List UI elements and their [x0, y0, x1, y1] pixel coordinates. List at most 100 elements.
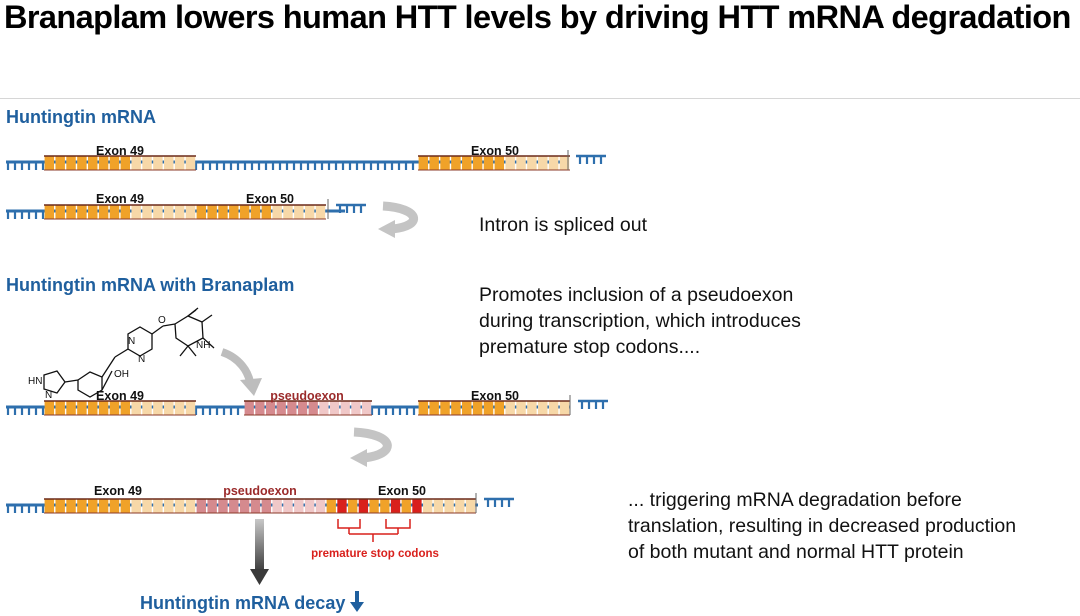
exon-cell	[444, 499, 454, 513]
section-heading-with-branaplam: Huntingtin mRNA with Branaplam	[6, 275, 295, 295]
description-line: premature stop codons....	[479, 336, 701, 358]
binding-arrow-icon	[220, 348, 254, 383]
exon-50-label: Exon 50	[471, 144, 519, 158]
exon-cell	[218, 205, 228, 219]
exon-49-label: Exon 49	[94, 484, 142, 498]
exon-49-label: Exon 49	[96, 144, 144, 158]
exon-cell	[319, 401, 329, 415]
exon-cell	[483, 401, 494, 415]
mrna-decay-label: Huntingtin mRNA decay	[140, 589, 365, 614]
binding-arrow-head-icon	[240, 378, 262, 396]
exon-cell	[308, 401, 318, 415]
exon-cell	[55, 205, 65, 219]
pseudoexon-label: pseudoexon	[223, 484, 297, 498]
stop-codon-bracket	[337, 519, 411, 542]
exon-cell	[516, 156, 526, 170]
exon-cell	[164, 499, 174, 513]
description-promotes-pseudoexon: Promotes inclusion of a pseudoexon durin…	[479, 282, 801, 360]
exon-cell	[239, 499, 250, 513]
exon-cell	[276, 401, 286, 415]
molecule-atom-label: O	[158, 315, 166, 326]
exon-cell	[207, 499, 217, 513]
exon-cell	[44, 401, 55, 415]
exon-cell	[440, 401, 450, 415]
exon-cell	[283, 499, 293, 513]
exon-cell	[164, 156, 174, 170]
exon-cell	[429, 401, 439, 415]
branaplam-molecule-icon	[43, 307, 215, 398]
exon-cell	[109, 156, 120, 170]
exon-cell	[218, 499, 228, 513]
exon-cell	[109, 401, 120, 415]
exon-cell	[120, 156, 131, 170]
exon-cell	[294, 499, 304, 513]
exon-cell	[380, 499, 390, 513]
exon-cell	[142, 205, 152, 219]
description-line: Promotes inclusion of a pseudoexon	[479, 284, 794, 306]
description-triggering-degradation: ... triggering mRNA degradation before t…	[628, 487, 1016, 565]
decay-arrow-head-icon	[250, 569, 269, 585]
exon-cell	[451, 156, 461, 170]
exon-cell	[505, 401, 515, 415]
exon-cell	[472, 401, 483, 415]
exon-cell	[77, 156, 87, 170]
exon-cell	[548, 401, 559, 415]
pseudoexon-label: pseudoexon	[270, 389, 344, 403]
exon-cell	[98, 156, 109, 170]
exon-cell	[77, 205, 87, 219]
exon-cell	[131, 205, 141, 219]
exon-cell	[120, 205, 131, 219]
splice-arrow-head-icon	[350, 449, 367, 467]
exon-cell	[109, 499, 120, 513]
exon-cell	[462, 401, 472, 415]
exon-cell	[153, 205, 163, 219]
exon-cell	[465, 499, 476, 513]
exon-cell	[44, 499, 55, 513]
exon-49-label: Exon 49	[96, 192, 144, 206]
exon-cell	[261, 499, 272, 513]
exon-cell	[174, 499, 185, 513]
description-line: during transcription, which introduces	[479, 310, 801, 332]
exon-cell	[196, 205, 207, 219]
exon-cell	[131, 156, 141, 170]
exon-cell	[455, 499, 465, 513]
exon-cell	[548, 156, 559, 170]
exon-cell	[229, 499, 239, 513]
exon-cell	[527, 156, 537, 170]
molecule-atom-label: N	[45, 390, 52, 401]
premature-stop-codons-label: premature stop codons	[311, 548, 439, 560]
exon-cell	[88, 401, 98, 415]
exon-cell	[164, 401, 174, 415]
exon-cell	[185, 205, 196, 219]
exon-cell	[153, 499, 163, 513]
exon-cell	[174, 401, 185, 415]
description-line: ... triggering mRNA degradation before	[628, 489, 962, 511]
exon-cell	[440, 156, 450, 170]
exon-cell	[304, 499, 315, 513]
exon-cell	[174, 156, 185, 170]
exon-cell	[244, 401, 254, 415]
title-divider	[0, 98, 1080, 99]
exon-cell	[131, 401, 141, 415]
exon-cell	[390, 499, 401, 513]
exon-cell	[142, 156, 152, 170]
splice-arrow-icon	[353, 427, 392, 463]
exon-cell	[66, 401, 76, 415]
exon-cell	[44, 156, 55, 170]
exon-cell	[451, 401, 461, 415]
exon-cell	[423, 499, 433, 513]
exon-cell	[294, 205, 304, 219]
exon-cell	[358, 499, 369, 513]
molecule-atom-label: N	[138, 354, 145, 365]
exon-cell	[239, 205, 250, 219]
exon-cell	[250, 205, 261, 219]
exon-cell	[361, 401, 372, 415]
exon-cell	[66, 156, 76, 170]
exon-cell	[329, 401, 340, 415]
exon-cell	[462, 156, 472, 170]
exon-49-label: Exon 49	[96, 389, 144, 403]
exon-cell	[55, 156, 65, 170]
decay-arrow-shaft	[255, 519, 264, 571]
exon-cell	[433, 499, 444, 513]
exon-cell	[185, 499, 196, 513]
